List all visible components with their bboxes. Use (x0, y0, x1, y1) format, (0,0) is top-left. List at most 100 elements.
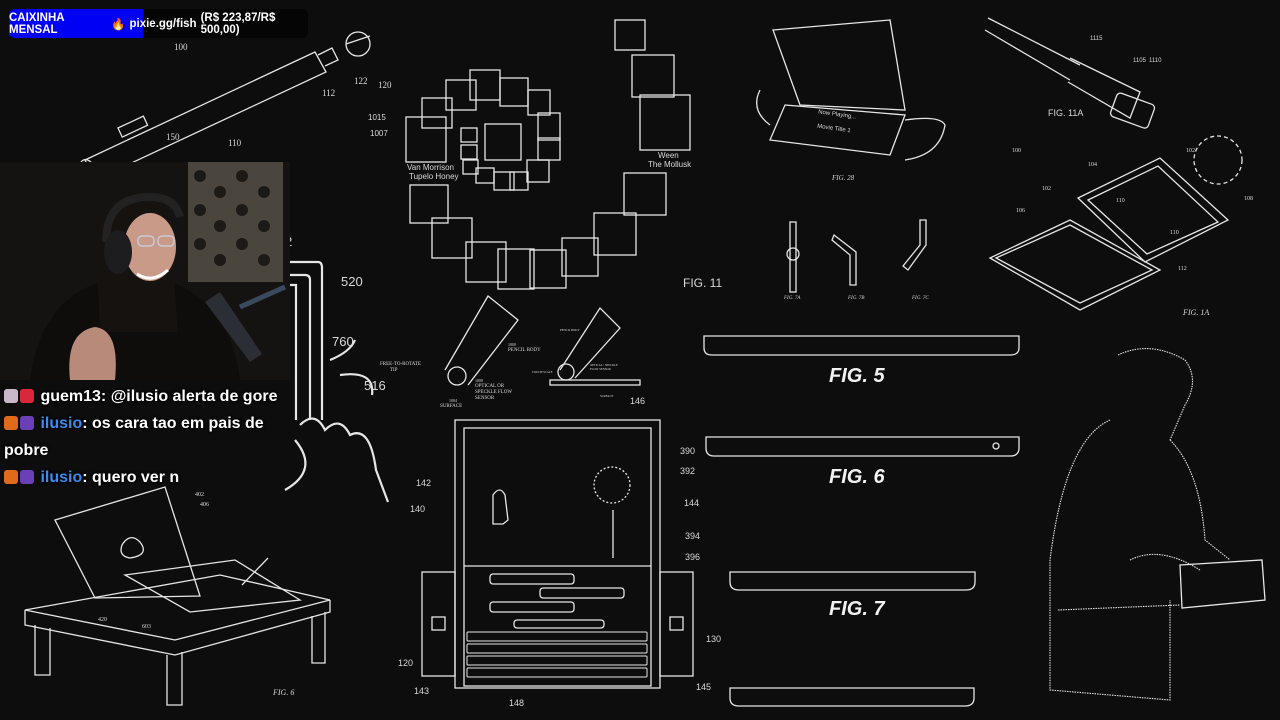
donation-goal-text: CAIXINHA MENSAL 🔥 pixie.gg/fish (R$ 223,… (9, 9, 308, 38)
tablet-gesture-drawing (284, 260, 390, 503)
stylus2-label-optical: OPTICAL / SPECKLE (590, 363, 618, 367)
chat-separator: : (100, 388, 107, 405)
label-1007: 1007 (370, 129, 388, 138)
microphone (205, 292, 262, 362)
stylus-label-free-rotate: FREE-TO-ROTATE (380, 362, 421, 367)
label-142: 142 (416, 478, 432, 488)
donation-progress-fill (9, 9, 143, 38)
stylus-label-optical: OPTICAL OR (475, 384, 505, 389)
fig11a-connector-drawing (984, 17, 1156, 129)
donation-label: CAIXINHA MENSAL (9, 11, 65, 36)
fig7c-title: FIG. 7C (912, 296, 929, 301)
label-130: 130 (706, 634, 722, 644)
label-120: 120 (398, 658, 414, 668)
chat-text: quero ver n (92, 469, 180, 486)
album-title-1: Tupelo Honey (409, 172, 459, 181)
stylus-label-tip: TIP (390, 368, 398, 373)
table-tablet-drawing (24, 486, 331, 706)
label-1105: 1105 (1133, 58, 1146, 64)
donation-goal-bar: CAIXINHA MENSAL 🔥 pixie.gg/fish (R$ 223,… (9, 9, 308, 38)
donation-amount: (R$ 223,87/R$ 500,00) (200, 11, 276, 36)
device-keyboard (466, 631, 648, 678)
chat-separator: : (82, 415, 88, 432)
chat-separator: : (82, 469, 88, 486)
chat-username: ilusio (40, 469, 83, 486)
label-fig1a-112: 112 (1178, 266, 1187, 272)
stylus-label-speckle: SPECKLE FLOW (475, 390, 513, 395)
broadcaster-badge-icon (4, 416, 18, 430)
label-145: 145 (696, 682, 712, 692)
fig1a-tablet-drawing (988, 135, 1243, 311)
label-110: 110 (228, 138, 242, 148)
label-fig1a-108: 108 (1244, 196, 1253, 202)
fig7-joint-drawings (786, 219, 927, 293)
donation-link: pixie.gg/fish (129, 17, 197, 30)
label-144: 144 (684, 498, 700, 508)
label-520: 520 (341, 274, 363, 289)
chat-username: guem13 (40, 388, 101, 405)
man-with-tablet-drawing (1049, 348, 1231, 701)
label-fig1a-110b: 110 (1170, 230, 1179, 236)
label-396: 396 (685, 552, 701, 562)
label-402: 402 (195, 492, 204, 498)
fig1a-title: FIG. 1A (1183, 308, 1210, 317)
headphones (102, 192, 184, 243)
label-760: 760 (332, 334, 354, 349)
label-fig1a-102: 102 (1186, 148, 1195, 154)
fig7a-title: FIG. 7A (784, 296, 801, 301)
fig6-title: FIG. 6 (829, 466, 885, 488)
chat-text: @ilusio alerta de gore (110, 388, 278, 405)
fig7b-title: FIG. 7B (848, 296, 865, 301)
webcam-scene (0, 162, 290, 380)
stylus-label-1004: 1004 (449, 398, 457, 403)
label-603: 603 (142, 624, 151, 630)
label-1015: 1015 (368, 113, 386, 122)
chat-message: ilusio: os cara tao em pais de pobre (4, 410, 294, 464)
stylus2-label-touch: TOUCH/SCALE (532, 370, 553, 374)
badge-icon (20, 389, 34, 403)
label-392: 392 (680, 466, 696, 476)
chat-username: ilusio (40, 415, 83, 432)
label-fig1a-110: 110 (1116, 198, 1125, 204)
person-face (124, 213, 176, 281)
fig11-title: FIG. 11 (683, 276, 723, 290)
label-112: 112 (322, 88, 336, 98)
stylus-label-surface: SURFACE (440, 404, 463, 409)
fig28-tablet-drawing (756, 19, 946, 161)
label-394: 394 (685, 531, 701, 541)
man-tablet (1179, 559, 1266, 609)
chat-text: os cara tao em pais de pobre (4, 415, 264, 459)
subscriber-badge-icon (20, 416, 34, 430)
pencil-drawing (79, 31, 371, 182)
label-390: 390 (680, 446, 696, 456)
edge-view-drawings (703, 335, 1020, 707)
broadcaster-badge-icon (4, 470, 18, 484)
stylus2-label-surface: SURFACE (600, 394, 614, 398)
subscriber-badge-icon (20, 470, 34, 484)
label-1115: 1115 (1090, 36, 1103, 42)
album-artist-2: Ween (658, 151, 679, 160)
stylus2-label-pencil-body: PENCIL BODY (560, 328, 580, 332)
stylus-label-1008: 1008 (475, 378, 483, 383)
label-1110: 1110 (1149, 58, 1162, 64)
fig7-title: FIG. 7 (829, 598, 885, 620)
label-100: 100 (174, 42, 188, 52)
label-148: 148 (509, 698, 525, 708)
label-fig1a-100: 100 (1012, 148, 1021, 154)
album-title-2: The Mollusk (648, 160, 692, 169)
album-artist-1: Van Morrison (407, 163, 454, 172)
fig11-album-ring (405, 19, 691, 290)
label-150: 150 (166, 132, 180, 142)
stylus-sensor-drawings (444, 295, 641, 386)
chat-message: ilusio: quero ver n (4, 464, 294, 491)
chat-overlay: guem13: @ilusio alerta de gore ilusio: o… (4, 383, 294, 491)
label-fig1a-104: 104 (1088, 162, 1097, 168)
label-146: 146 (630, 396, 646, 406)
headphone-cup (104, 230, 132, 274)
label-140: 140 (410, 504, 426, 514)
label-406: 406 (200, 502, 209, 508)
label-420: 420 (98, 617, 107, 623)
wall-pattern (194, 170, 270, 266)
fig28-title: FIG. 28 (832, 174, 855, 182)
